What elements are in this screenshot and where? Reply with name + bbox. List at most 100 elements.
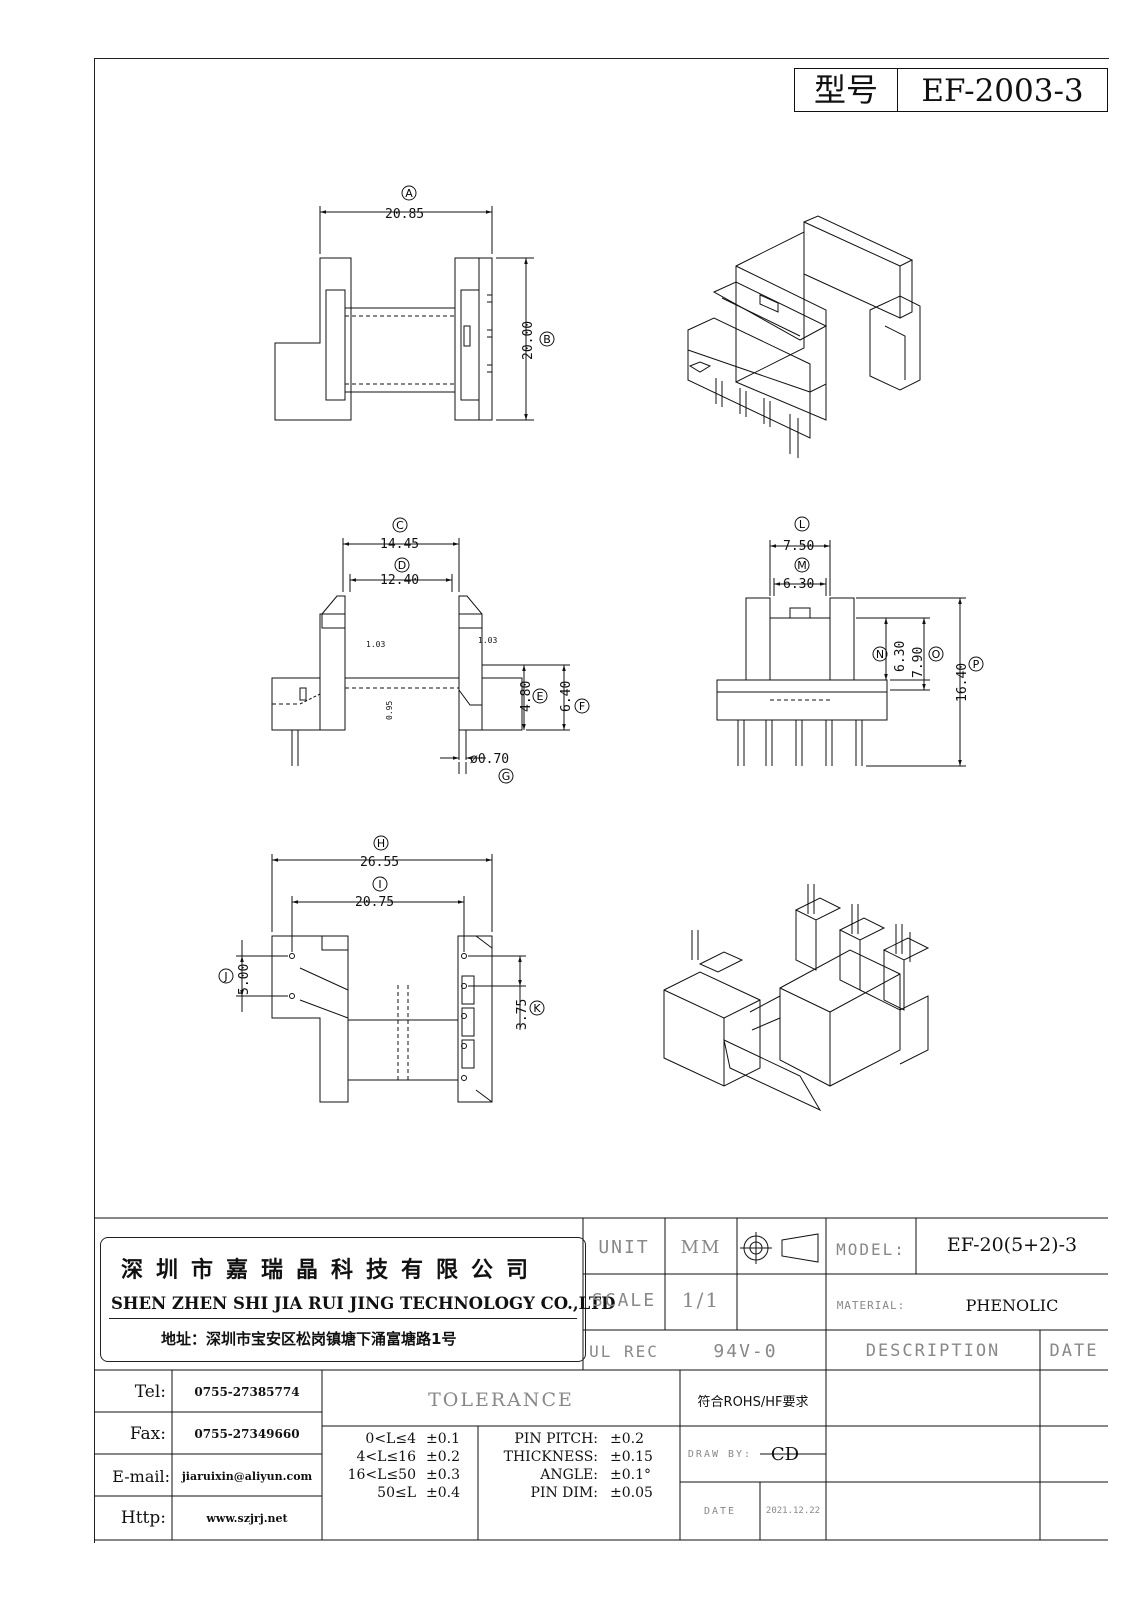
projection-symbol (740, 1232, 819, 1264)
tolerance-item-row: PIN DIM:±0.05 (480, 1484, 676, 1502)
tolerance-item-row: ANGLE:±0.1° (480, 1466, 676, 1484)
scale-value: 1/1 (681, 1288, 721, 1312)
dim-E-value: 4.80 (519, 681, 534, 712)
scale-label: SCALE (591, 1289, 657, 1311)
dim-F-value: 6.40 (559, 681, 574, 712)
date-small-value: 2021.12.22 (765, 1506, 821, 1516)
tolerance-range: 16<L≤50 (347, 1467, 416, 1483)
svg-text:H: H (377, 837, 385, 850)
svg-text:A: A (405, 187, 413, 200)
dim-D (349, 574, 453, 592)
dim-B-value: 20.00 (521, 321, 536, 360)
badge-L: L (794, 516, 810, 532)
svg-text:I: I (378, 878, 381, 891)
dim-K-value: 3.75 (515, 999, 530, 1030)
svg-text:C: C (396, 519, 404, 532)
rohs-compliance: 符合ROHS/HF要求 (697, 1394, 809, 1410)
draw-by-value: CD (770, 1443, 800, 1465)
date-small-label: DATE (703, 1505, 737, 1517)
badge-E: E (532, 688, 548, 704)
tolerance-item-row: PIN PITCH:±0.2 (480, 1430, 676, 1448)
badge-H: H (373, 835, 389, 851)
badge-J: J (218, 968, 234, 984)
dim-flange-left: 1.03 (366, 640, 385, 649)
dim-M-value: 6.30 (783, 577, 814, 592)
dim-H-I (271, 854, 493, 952)
company-block: 深圳市嘉瑞晶科技有限公司 SHEN ZHEN SHI JIA RUI JING … (100, 1237, 615, 1362)
svg-text:L: L (799, 518, 806, 531)
badge-G: G (498, 768, 514, 784)
tolerance-range-value: ±0.1 (426, 1431, 460, 1447)
company-name-cn: 深圳市嘉瑞晶科技有限公司 (121, 1258, 542, 1283)
dim-flange-right: 1.03 (478, 636, 497, 645)
tolerance-range-row: 16<L≤50 ±0.3 (326, 1466, 476, 1484)
model-label: MODEL: (836, 1239, 906, 1259)
badge-K: K (529, 1000, 545, 1016)
svg-text:N: N (876, 648, 884, 661)
material-label: MATERIAL: (836, 1298, 906, 1312)
description-label: DESCRIPTION (865, 1341, 1001, 1361)
svg-text:F: F (579, 700, 585, 713)
tolerance-item-value: ±0.2 (610, 1431, 644, 1447)
dim-N-O-P (856, 597, 966, 767)
svg-text:B: B (543, 333, 551, 346)
tel-label: Tel: (134, 1382, 166, 1402)
svg-text:G: G (502, 770, 511, 783)
unit-value: MM (680, 1236, 722, 1258)
email-value[interactable]: jiaruixin@aliyun.com (181, 1469, 313, 1483)
badge-B: B (539, 331, 555, 347)
dim-E-F (482, 664, 570, 731)
dim-I-value: 20.75 (355, 895, 394, 910)
tolerance-range-value: ±0.2 (426, 1449, 460, 1465)
dim-P-value: 16.40 (955, 663, 970, 702)
svg-text:O: O (932, 648, 941, 661)
front-view (716, 597, 888, 766)
badge-P: P (968, 656, 984, 672)
dim-O-value: 7.90 (911, 647, 926, 678)
tolerance-range: 0<L≤4 (365, 1431, 416, 1447)
company-address: 地址：深圳市宝安区松岗镇塘下涌富塘路1号 (161, 1330, 457, 1348)
http-value[interactable]: www.szjrj.net (206, 1511, 288, 1525)
dim-C (342, 538, 460, 592)
tolerance-range: 50≤L (377, 1485, 416, 1501)
bottom-view (271, 935, 493, 1103)
badge-N: N (872, 646, 888, 662)
badge-O: O (928, 646, 944, 662)
dimension-labels: 20.85 20.00 14.45 12.40 4.80 6.40 ø0.70 … (237, 207, 970, 1030)
tolerance-item-value: ±0.1° (610, 1467, 651, 1483)
badge-F: F (574, 698, 590, 714)
svg-text:P: P (973, 658, 980, 671)
tolerance-item-name: THICKNESS: (503, 1449, 598, 1465)
dim-G-value: ø0.70 (470, 752, 509, 767)
model-value: EF-20(5+2)-3 (946, 1234, 1078, 1256)
tel-value: 0755-27385774 (194, 1385, 300, 1399)
title-block (94, 1217, 1108, 1541)
tolerance-range: 4<L≤16 (356, 1449, 416, 1465)
dim-L-M (769, 540, 831, 596)
badge-C: C (392, 517, 408, 533)
fax-value: 0755-27349660 (194, 1427, 300, 1441)
model-number-value: EF-2003-3 (921, 73, 1084, 109)
svg-text:J: J (223, 970, 227, 983)
dim-slot: 0.95 (385, 701, 394, 720)
dim-C-value: 14.45 (380, 537, 419, 552)
tolerance-range-value: ±0.3 (426, 1467, 460, 1483)
dim-D-value: 12.40 (380, 573, 419, 588)
dim-J-value: 5.00 (237, 964, 252, 995)
dim-A (319, 206, 493, 254)
tolerance-item-value: ±0.05 (610, 1485, 653, 1501)
top-view (274, 257, 493, 421)
dim-G (440, 756, 486, 774)
isometric-view-front (687, 215, 921, 458)
tolerance-range-row: 4<L≤16 ±0.2 (326, 1448, 476, 1466)
model-number-box: 型号 EF-2003-3 (794, 68, 1108, 112)
draw-by-label: DRAW BY: (687, 1448, 753, 1460)
tolerance-range-row: 0<L≤4 ±0.1 (326, 1430, 476, 1448)
dim-B (496, 257, 534, 421)
svg-text:D: D (398, 559, 406, 572)
tolerance-item-value: ±0.15 (610, 1449, 653, 1465)
http-label: Http: (120, 1508, 166, 1528)
